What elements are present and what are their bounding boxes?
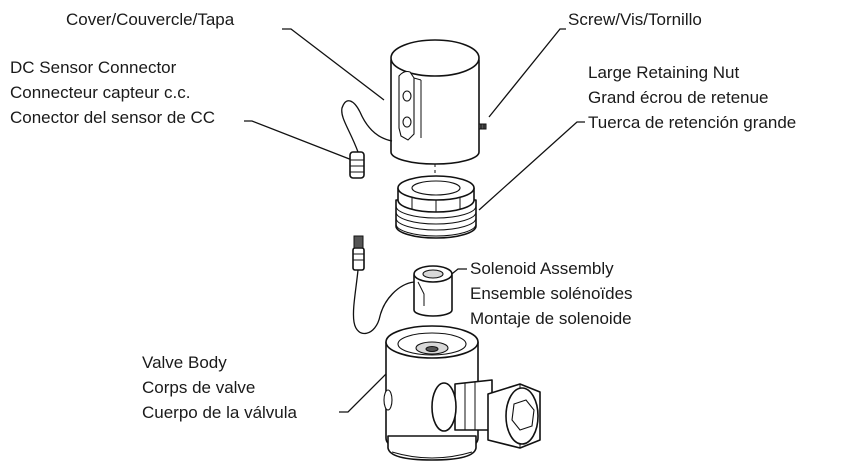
nut-thread-2 xyxy=(395,211,477,225)
solenoid-wire xyxy=(352,269,415,334)
label-solenoid-assembly: Solenoid Assembly Ensemble solénoïdes Mo… xyxy=(470,259,633,328)
valve-bottom-flange xyxy=(387,435,477,461)
label-cover: Cover/Couvercle/Tapa xyxy=(66,10,235,29)
leader-cover xyxy=(282,28,385,101)
valve-seat-center xyxy=(425,346,439,352)
cover-top xyxy=(390,39,480,77)
solenoid-connector-plug xyxy=(352,247,365,271)
label-screw: Screw/Vis/Tornillo xyxy=(568,10,702,29)
solenoid-notch xyxy=(417,281,425,306)
cover-part xyxy=(390,39,480,178)
cover-slot xyxy=(398,70,415,141)
valve-side-collar xyxy=(431,382,457,432)
nut-bore xyxy=(411,180,461,196)
label-nut-line-1: Large Retaining Nut xyxy=(588,63,739,82)
cover-hole-upper xyxy=(402,90,412,102)
label-large-retaining-nut: Large Retaining Nut Grand écrou de reten… xyxy=(588,63,796,132)
dc-sensor-plug xyxy=(349,151,365,179)
leader-nut xyxy=(478,121,585,211)
nut-thread-4 xyxy=(395,223,477,237)
label-valve-line-2: Corps de valve xyxy=(142,378,255,397)
label-valve-body: Valve Body Corps de valve Cuerpo de la v… xyxy=(142,353,298,422)
cover-hole-lower xyxy=(402,116,412,128)
cover-slot-edge xyxy=(413,77,422,81)
solenoid-connector-part xyxy=(352,235,415,334)
label-screw-line-1: Screw/Vis/Tornillo xyxy=(568,10,702,29)
label-valve-line-3: Cuerpo de la válvula xyxy=(142,403,298,422)
solenoid-core xyxy=(422,269,444,279)
label-solenoid-line-3: Montaje de solenoide xyxy=(470,309,632,328)
valve-body-part xyxy=(383,325,541,461)
leader-dc-sensor xyxy=(244,120,353,161)
solenoid-connector-pins xyxy=(353,235,364,249)
valve-outlet-hex-bore xyxy=(511,399,535,431)
leader-lines xyxy=(244,28,585,413)
solenoid-assembly-part xyxy=(413,265,453,317)
label-dc-sensor-line-2: Connecteur capteur c.c. xyxy=(10,83,190,102)
label-nut-line-3: Tuerca de retención grande xyxy=(588,113,796,132)
leader-screw xyxy=(488,28,566,118)
nut-thread-3 xyxy=(395,217,477,231)
nut-thread-1 xyxy=(395,205,477,219)
valve-side-tube xyxy=(454,379,493,431)
screw-body xyxy=(478,123,487,130)
retaining-nut-part xyxy=(395,175,477,239)
label-solenoid-line-1: Solenoid Assembly xyxy=(470,259,614,278)
label-nut-line-2: Grand écrou de retenue xyxy=(588,88,769,107)
label-dc-sensor-connector: DC Sensor Connector Connecteur capteur c… xyxy=(10,58,215,127)
dc-sensor-connector-part xyxy=(341,100,393,179)
leader-valve-body xyxy=(339,367,393,413)
label-dc-sensor-line-1: DC Sensor Connector xyxy=(10,58,177,77)
label-cover-line-1: Cover/Couvercle/Tapa xyxy=(66,10,235,29)
valve-side-port xyxy=(383,389,393,411)
dc-sensor-wire xyxy=(341,100,393,153)
label-solenoid-line-2: Ensemble solénoïdes xyxy=(470,284,633,303)
label-dc-sensor-line-3: Conector del sensor de CC xyxy=(10,108,215,127)
valve-bottom-thread xyxy=(391,451,473,459)
screw-part xyxy=(478,123,487,130)
label-valve-line-1: Valve Body xyxy=(142,353,227,372)
